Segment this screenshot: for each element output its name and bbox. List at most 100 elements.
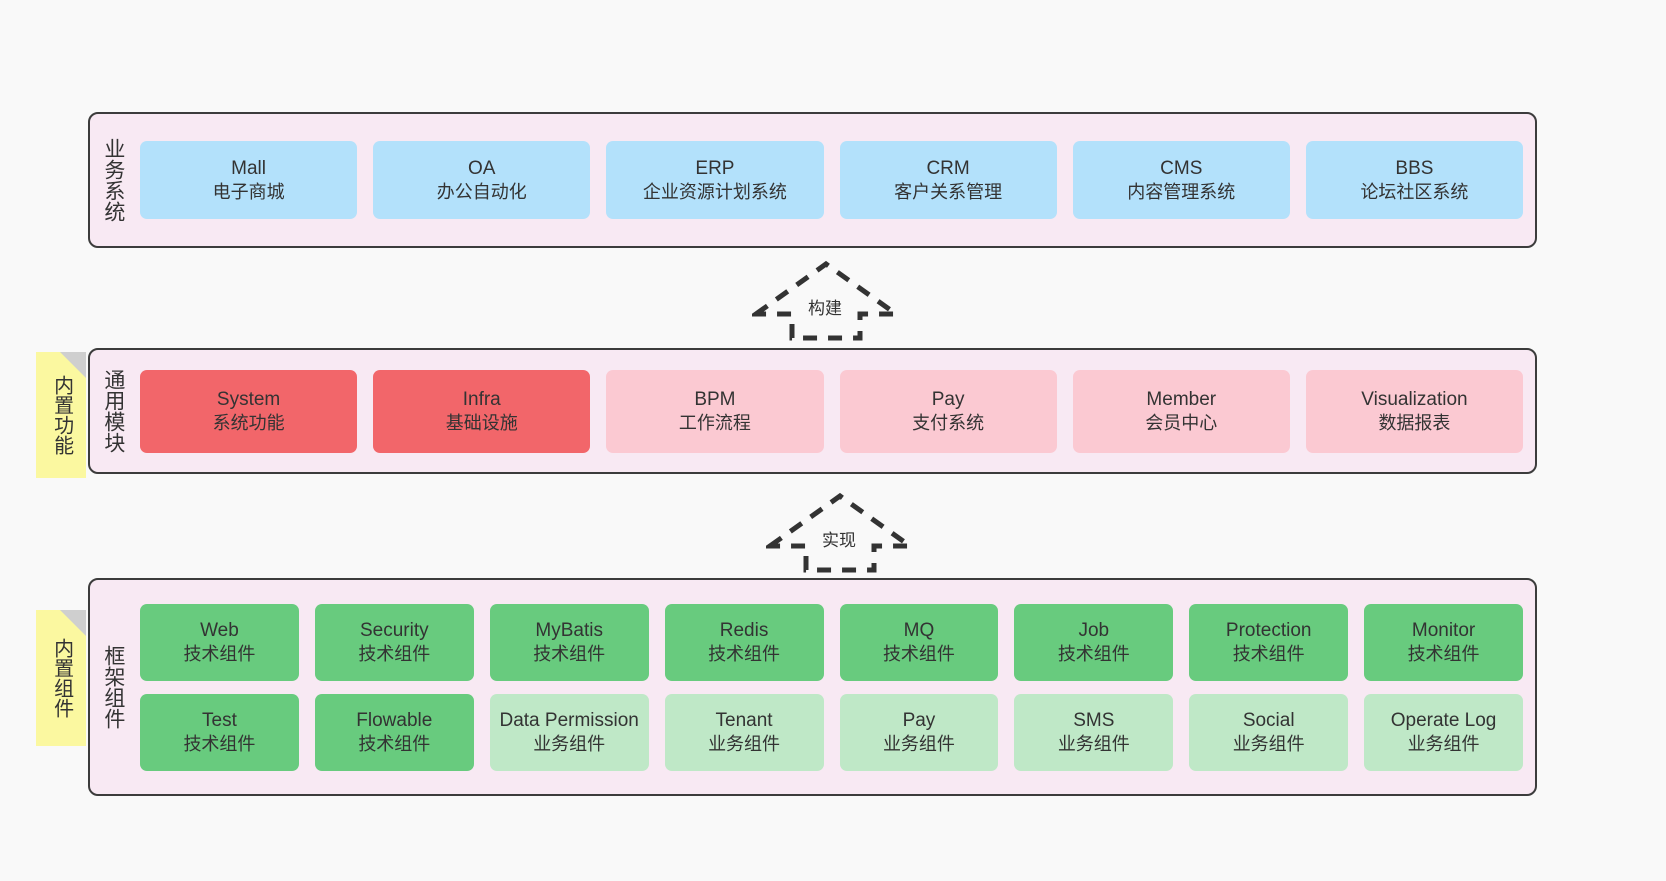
node-subtitle: 数据报表 — [1378, 412, 1451, 433]
node-subtitle: 办公自动化 — [436, 181, 527, 202]
node-row: System 系统功能 Infra 基础设施 BPM 工作流程 Pay 支付系统… — [140, 369, 1524, 453]
node-test[interactable]: Test 技术组件 — [140, 693, 299, 771]
node-subtitle: 技术组件 — [358, 643, 431, 664]
layer-title-framework: 框架组件 — [101, 645, 125, 729]
node-sms[interactable]: SMS 业务组件 — [1014, 693, 1174, 771]
node-title: Tenant — [715, 709, 773, 731]
note-fold-corner-icon — [60, 610, 86, 636]
node-subtitle: 基础设施 — [445, 412, 518, 433]
node-data-permission[interactable]: Data Permission 业务组件 — [489, 693, 649, 771]
node-oa[interactable]: OA 办公自动化 — [373, 141, 591, 219]
node-subtitle: 企业资源计划系统 — [642, 181, 787, 202]
node-title: MyBatis — [535, 619, 603, 641]
node-erp[interactable]: ERP 企业资源计划系统 — [606, 141, 824, 219]
node-subtitle: 会员中心 — [1145, 412, 1218, 433]
node-subtitle: 技术组件 — [533, 643, 606, 664]
node-subtitle: 业务组件 — [708, 733, 781, 754]
layer-body-business: Mall 电子商城 OA 办公自动化 ERP 企业资源计划系统 CRM 客户关系… — [136, 114, 1535, 246]
arrow-implement-glyph — [766, 492, 914, 573]
node-subtitle: 客户关系管理 — [894, 181, 1003, 202]
node-flowable[interactable]: Flowable 技术组件 — [314, 693, 474, 771]
node-mybatis[interactable]: MyBatis 技术组件 — [489, 603, 649, 681]
node-title: Member — [1146, 388, 1217, 410]
node-pay[interactable]: Pay 支付系统 — [839, 369, 1057, 453]
node-title: Operate Log — [1390, 709, 1497, 731]
note-label: 内置组件 — [50, 638, 73, 718]
node-cms[interactable]: CMS 内容管理系统 — [1072, 141, 1290, 219]
node-subtitle: 技术组件 — [1057, 643, 1130, 664]
node-title: Monitor — [1411, 619, 1476, 641]
node-subtitle: 技术组件 — [1232, 643, 1305, 664]
node-monitor[interactable]: Monitor 技术组件 — [1364, 603, 1523, 681]
note-label: 内置功能 — [50, 375, 73, 455]
node-title: ERP — [695, 157, 735, 179]
layer-business-systems: 业务系统 Mall 电子商城 OA 办公自动化 ERP 企业资源计划系统 CRM… — [88, 112, 1537, 248]
node-subtitle: 论坛社区系统 — [1360, 181, 1469, 202]
node-subtitle: 业务组件 — [882, 733, 955, 754]
node-title: MQ — [903, 619, 935, 641]
node-title: Social — [1242, 709, 1295, 731]
node-tenant[interactable]: Tenant 业务组件 — [664, 693, 824, 771]
node-title: Pay — [931, 388, 965, 410]
arrow-implement: 实现 — [766, 490, 914, 574]
node-subtitle: 工作流程 — [678, 412, 751, 433]
node-title: Infra — [462, 388, 501, 410]
node-title: System — [216, 388, 281, 410]
node-title: Pay — [902, 709, 936, 731]
node-title: BPM — [694, 388, 736, 410]
note-fold-corner-icon — [60, 352, 86, 378]
node-bbs[interactable]: BBS 论坛社区系统 — [1305, 141, 1524, 219]
layer-body-framework: Web 技术组件 Security 技术组件 MyBatis 技术组件 Redi… — [136, 580, 1535, 794]
node-social[interactable]: Social 业务组件 — [1189, 693, 1349, 771]
arrow-build-label: 构建 — [808, 299, 842, 318]
arrow-build: 构建 — [752, 258, 900, 342]
node-subtitle: 技术组件 — [183, 733, 256, 754]
node-pay-component[interactable]: Pay 业务组件 — [839, 693, 999, 771]
node-visualization[interactable]: Visualization 数据报表 — [1305, 369, 1524, 453]
node-crm[interactable]: CRM 客户关系管理 — [839, 141, 1057, 219]
node-title: Mall — [231, 157, 266, 179]
node-row: Mall 电子商城 OA 办公自动化 ERP 企业资源计划系统 CRM 客户关系… — [140, 141, 1524, 219]
node-subtitle: 内容管理系统 — [1127, 181, 1236, 202]
node-web[interactable]: Web 技术组件 — [140, 603, 299, 681]
node-security[interactable]: Security 技术组件 — [314, 603, 474, 681]
node-system[interactable]: System 系统功能 — [140, 369, 358, 453]
layer-framework-components: 框架组件 Web 技术组件 Security 技术组件 MyBatis 技术组件… — [88, 578, 1537, 796]
node-subtitle: 技术组件 — [708, 643, 781, 664]
node-mq[interactable]: MQ 技术组件 — [839, 603, 999, 681]
node-subtitle: 技术组件 — [1407, 643, 1480, 664]
node-row: Web 技术组件 Security 技术组件 MyBatis 技术组件 Redi… — [140, 603, 1523, 681]
node-infra[interactable]: Infra 基础设施 — [373, 369, 591, 453]
note-built-in-components: 内置组件 — [36, 610, 86, 746]
node-bpm[interactable]: BPM 工作流程 — [606, 369, 824, 453]
layer-common-modules: 通用模块 System 系统功能 Infra 基础设施 BPM 工作流程 Pay… — [88, 348, 1537, 474]
node-subtitle: 技术组件 — [882, 643, 955, 664]
node-mall[interactable]: Mall 电子商城 — [140, 141, 358, 219]
node-title: OA — [468, 157, 496, 179]
node-title: Job — [1078, 619, 1110, 641]
node-job[interactable]: Job 技术组件 — [1014, 603, 1174, 681]
node-title: Visualization — [1361, 388, 1468, 410]
node-title: Security — [359, 619, 429, 641]
node-subtitle: 电子商城 — [212, 181, 285, 202]
node-redis[interactable]: Redis 技术组件 — [664, 603, 824, 681]
node-title: Data Permission — [499, 709, 639, 731]
node-operate-log[interactable]: Operate Log 业务组件 — [1364, 693, 1523, 771]
arrow-implement-label: 实现 — [822, 531, 856, 550]
node-subtitle: 技术组件 — [358, 733, 431, 754]
layer-title-common: 通用模块 — [101, 369, 125, 453]
node-subtitle: 支付系统 — [912, 412, 985, 433]
node-subtitle: 业务组件 — [1407, 733, 1480, 754]
node-subtitle: 业务组件 — [1232, 733, 1305, 754]
node-title: Flowable — [356, 709, 433, 731]
node-title: Protection — [1225, 619, 1312, 641]
node-member[interactable]: Member 会员中心 — [1072, 369, 1290, 453]
node-title: Redis — [719, 619, 769, 641]
node-subtitle: 业务组件 — [1057, 733, 1130, 754]
node-subtitle: 系统功能 — [212, 412, 285, 433]
layer-title-business: 业务系统 — [101, 138, 125, 222]
node-title: BBS — [1395, 157, 1434, 179]
node-title: SMS — [1073, 709, 1115, 731]
node-protection[interactable]: Protection 技术组件 — [1189, 603, 1349, 681]
